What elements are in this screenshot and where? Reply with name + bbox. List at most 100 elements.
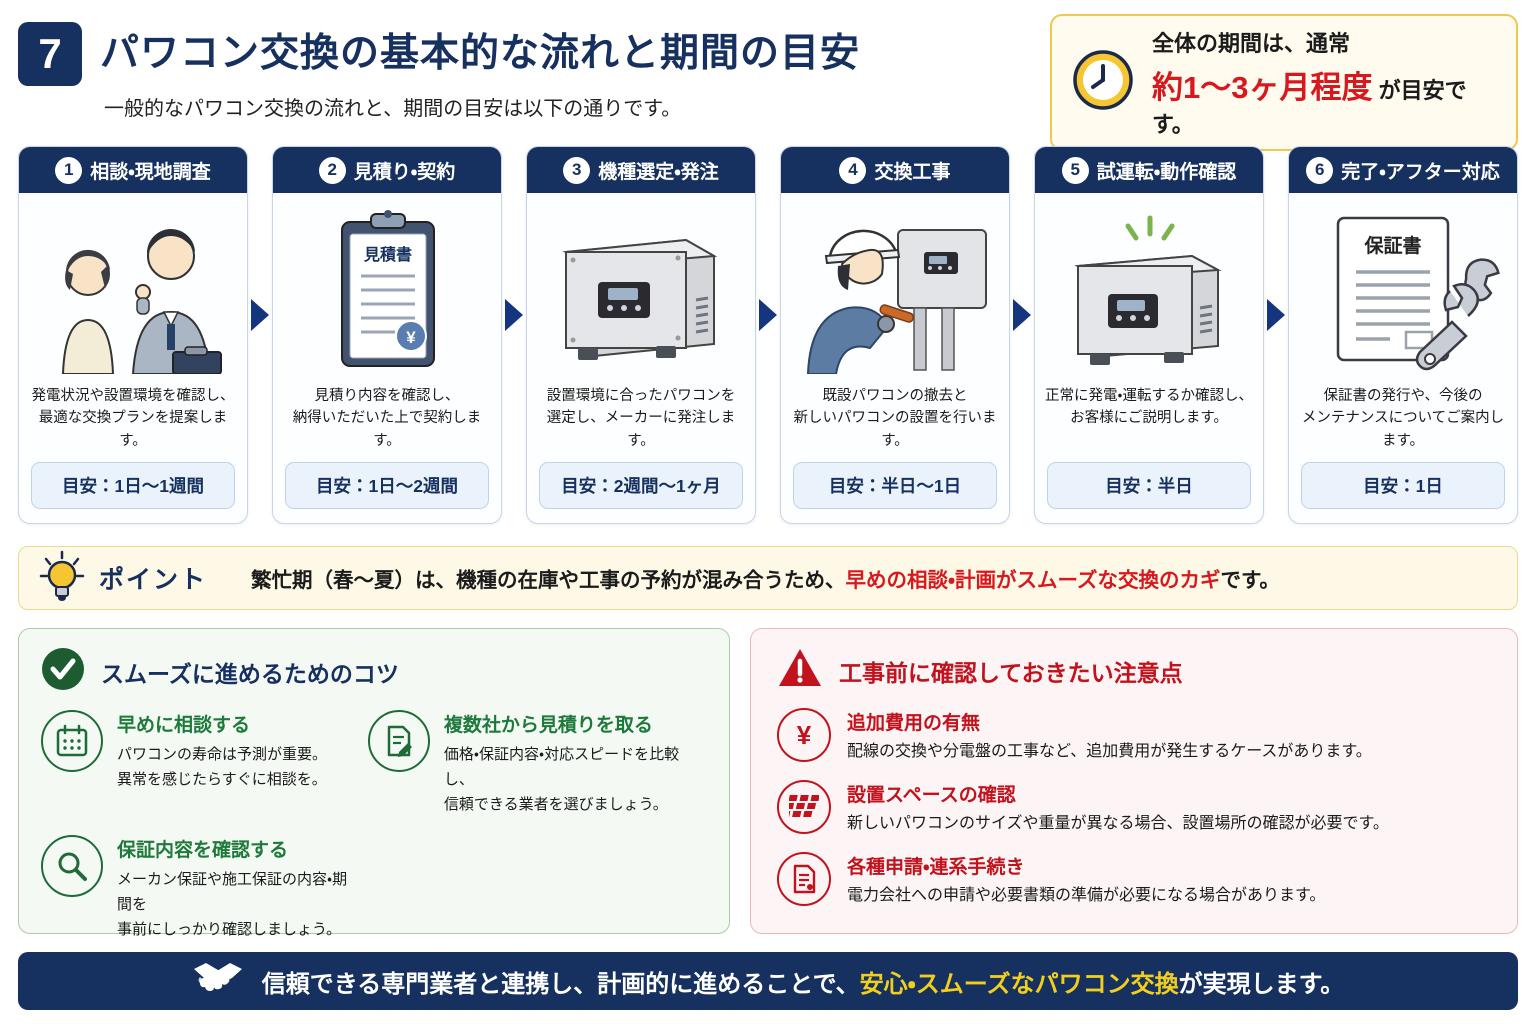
tip-item-consult-early: 早めに相談する パワコンの寿命は予測が重要。 異常を感じたらすぐに相談を。 xyxy=(41,710,358,817)
caution-description: 配線の交換や分電盤の工事など、追加費用が発生するケースがあります。 xyxy=(847,743,1372,760)
estimate-doc-label: 見積書 xyxy=(363,245,412,264)
consultation-illustration xyxy=(19,193,247,385)
page-title: パワコン交換の基本的な流れと期間の目安 xyxy=(100,32,861,75)
solar-panel-icon xyxy=(777,780,831,834)
arrow-right-icon xyxy=(1264,146,1288,524)
step-5-header: 5 試運転・動作確認 xyxy=(1035,147,1263,193)
step-1-description: 発電状況や設置環境を確認し、 最適な交換プランを提案します。 xyxy=(31,388,235,449)
step-5-description: 正常に発電・運転するか確認し、 お客様にご説明します。 xyxy=(1045,388,1253,427)
footer-text: 信頼できる専門業者と連携し、計画的に進めることで、安心・スムーズなパワコン交換が… xyxy=(262,964,1344,999)
step-6-title: 完了・アフター対応 xyxy=(1341,161,1500,183)
step-1-title: 相談・現地調査 xyxy=(90,161,211,183)
cautions-box: 工事前に確認しておきたい注意点 ¥ 追加費用の有無 配線の交換や分電盤の工事など… xyxy=(750,628,1518,934)
warning-triangle-icon xyxy=(777,647,823,694)
step-4-header: 4 交換工事 xyxy=(781,147,1009,193)
caution-item-text: 追加費用の有無 配線の交換や分電盤の工事など、追加費用が発生するケースがあります… xyxy=(847,708,1372,764)
warranty-doc-label: 保証書 xyxy=(1363,234,1421,257)
step-card-3: 3 機種選定・発注 xyxy=(526,146,756,524)
tip-heading: 保証内容を確認する xyxy=(117,840,289,862)
clock-icon xyxy=(1072,49,1134,116)
step-card-2: 2 見積り・契約 見積書 ¥ 見積 xyxy=(272,146,502,524)
header-titles: パワコン交換の基本的な流れと期間の目安 一般的なパワコン交換の流れと、期間の目安… xyxy=(100,14,1032,121)
tip-item-text: 保証内容を確認する メーカン保証や施工保証の内容・期間を 事前にしっかり確認しま… xyxy=(117,835,358,942)
step-4-number: 4 xyxy=(839,156,867,184)
header: 7 パワコン交換の基本的な流れと期間の目安 一般的なパワコン交換の流れと、期間の… xyxy=(18,14,1518,151)
arrow-right-icon xyxy=(756,146,780,524)
duration-line1: 全体の期間は、通常 xyxy=(1152,31,1351,56)
footer-bar: 信頼できる専門業者と連携し、計画的に進めることで、安心・スムーズなパワコン交換が… xyxy=(18,952,1518,1010)
arrow-right-icon xyxy=(248,146,272,524)
tip-item-multiple-quotes: 複数社から見積りを取る 価格・保証内容・対応スピードを比較し、 信頼できる業者を… xyxy=(367,710,707,817)
step-card-6: 6 完了・アフター対応 保証書 xyxy=(1288,146,1518,524)
caution-item-text: 設置スペースの確認 新しいパワコンのサイズや重量が異なる場合、設置場所の確認が必… xyxy=(847,780,1389,836)
step-3-duration-badge: 目安：2週間〜1ヶ月 xyxy=(539,462,743,509)
step-1-duration-badge: 目安：1日〜1週間 xyxy=(31,462,235,509)
point-text: 繁忙期（春〜夏）は、機種の在庫や工事の予約が混み合うため、早めの相談・計画がスム… xyxy=(251,563,1280,593)
tip-description: 価格・保証内容・対応スピードを比較し、 信頼できる業者を選びましょう。 xyxy=(443,746,680,813)
step-5-number: 5 xyxy=(1061,156,1089,184)
duration-text: 全体の期間は、通常 約1〜3ヶ月程度 が目安です。 xyxy=(1152,26,1496,139)
tips-list: 早めに相談する パワコンの寿命は予測が重要。 異常を感じたらすぐに相談を。 xyxy=(41,710,707,943)
installation-work-illustration xyxy=(781,193,1009,385)
page-subtitle: 一般的なパワコン交換の流れと、期間の目安は以下の通りです。 xyxy=(104,98,682,120)
handshake-icon xyxy=(192,961,244,1002)
step-card-5: 5 試運転・動作確認 xyxy=(1034,146,1264,524)
magnifier-icon xyxy=(41,835,103,898)
tip-item-text: 複数社から見積りを取る 価格・保証内容・対応スピードを比較し、 信頼できる業者を… xyxy=(444,710,707,817)
step-card-4: 4 交換工事 xyxy=(780,146,1010,524)
step-2-header: 2 見積り・契約 xyxy=(273,147,501,193)
caution-heading: 追加費用の有無 xyxy=(847,713,981,734)
caution-item-applications: 各種申請・連系手続き 電力会社への申請や必要書類の準備が必要になる場合があります… xyxy=(777,852,1491,908)
step-6-description: 保証書の発行や、今後の メンテナンスについてご案内します。 xyxy=(1301,388,1505,449)
step-2-number: 2 xyxy=(318,156,346,184)
caution-description: 新しいパワコンのサイズや重量が異なる場合、設置場所の確認が必要です。 xyxy=(847,815,1389,832)
tip-description: メーカン保証や施工保証の内容・期間を 事前にしっかり確認しましょう。 xyxy=(117,871,348,938)
step-4-description: 既設パワコンの撤去と 新しいパワコンの設置を行います。 xyxy=(793,388,997,449)
caution-description: 電力会社への申請や必要書類の準備が必要になる場合があります。 xyxy=(847,887,1326,904)
test-run-illustration xyxy=(1035,193,1263,385)
step-3-title: 機種選定・発注 xyxy=(598,161,719,183)
arrow-right-icon xyxy=(502,146,526,524)
cautions-header: 工事前に確認しておきたい注意点 xyxy=(777,647,1491,694)
estimate-document-illustration: 見積書 ¥ xyxy=(273,193,501,385)
caution-heading: 設置スペースの確認 xyxy=(847,785,1016,806)
caution-item-text: 各種申請・連系手続き 電力会社への申請や必要書類の準備が必要になる場合があります… xyxy=(847,852,1325,908)
tip-heading: 複数社から見積りを取る xyxy=(443,715,653,736)
footer-text-after: が実現します。 xyxy=(1178,970,1345,998)
yen-icon: ¥ xyxy=(777,708,831,762)
quote-document-icon xyxy=(367,710,430,772)
step-5-title: 試運転・動作確認 xyxy=(1096,161,1237,183)
step-6-header: 6 完了・アフター対応 xyxy=(1289,147,1517,193)
lightbulb-icon xyxy=(39,550,85,607)
point-label: ポイント xyxy=(99,566,208,594)
check-circle-icon xyxy=(41,647,85,696)
step-2-description: 見積り内容を確認し、 納得いただいた上で契約します。 xyxy=(292,388,482,449)
overall-duration-box: 全体の期間は、通常 約1〜3ヶ月程度 が目安です。 xyxy=(1050,14,1518,151)
point-text-after: です。 xyxy=(1220,569,1280,592)
step-4-title: 交換工事 xyxy=(874,161,951,183)
step-6-number: 6 xyxy=(1306,156,1334,184)
inverter-unit-illustration xyxy=(527,193,755,385)
tips-header: スムーズに進めるためのコツ xyxy=(41,647,707,696)
step-1-header: 1 相談・現地調査 xyxy=(19,147,247,193)
caution-item-extra-cost: ¥ 追加費用の有無 配線の交換や分電盤の工事など、追加費用が発生するケースがあり… xyxy=(777,708,1491,764)
caution-heading: 各種申請・連系手続き xyxy=(847,857,1025,878)
point-text-highlight: 早めの相談・計画がスムーズな交換のカギ xyxy=(845,569,1221,592)
tips-title: スムーズに進めるためのコツ xyxy=(101,660,399,687)
footer-text-highlight: 安心・スムーズなパワコン交換 xyxy=(859,970,1179,998)
estimate-yen-mark: ¥ xyxy=(406,328,416,347)
arrow-right-icon xyxy=(1010,146,1034,524)
calendar-icon xyxy=(41,710,103,772)
tip-item-text: 早めに相談する パワコンの寿命は予測が重要。 異常を感じたらすぐに相談を。 xyxy=(117,710,327,793)
duration-line2: 約1〜3ヶ月程度 が目安です。 xyxy=(1152,62,1496,139)
tip-description: パワコンの寿命は予測が重要。 異常を感じたらすぐに相談を。 xyxy=(117,746,328,788)
duration-suffix: が目安です。 xyxy=(1152,78,1467,137)
footer-text-before: 信頼できる専門業者と連携し、計画的に進めることで、 xyxy=(261,970,860,998)
tips-box: スムーズに進めるためのコツ 早めに相談する xyxy=(18,628,730,938)
application-document-icon xyxy=(777,852,831,906)
process-steps: 1 相談・現地調査 xyxy=(18,146,1518,524)
step-5-duration-badge: 目安：半日 xyxy=(1047,462,1251,509)
caution-item-space-check: 設置スペースの確認 新しいパワコンのサイズや重量が異なる場合、設置場所の確認が必… xyxy=(777,780,1491,836)
tip-heading: 早めに相談する xyxy=(117,715,251,736)
